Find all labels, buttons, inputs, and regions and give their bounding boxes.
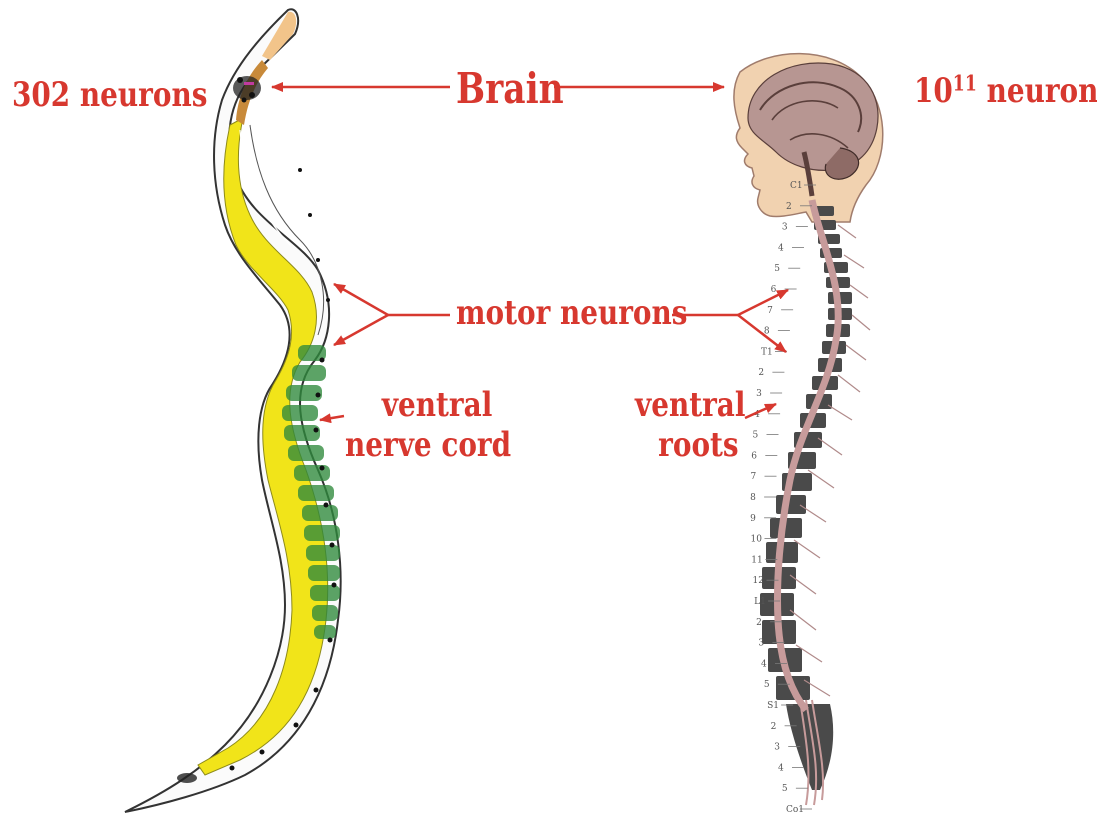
- human-neuron-exponent: 11: [953, 70, 977, 95]
- spinal-level-label: 5: [774, 264, 780, 274]
- worm-tail: [177, 773, 197, 783]
- spinal-level-label: 11: [751, 555, 762, 565]
- spinal-level-label: 9: [750, 514, 756, 524]
- spinal-level-label: 4: [761, 659, 767, 669]
- spinal-level-label: 10: [751, 535, 763, 545]
- worm-neuron-count-label: 302 neurons: [12, 78, 207, 112]
- spinal-level-label: 6: [771, 285, 777, 295]
- spinal-level-label: 3: [756, 389, 762, 399]
- human-neuron-unit: neurons: [977, 71, 1097, 111]
- spinal-level-label: 4: [778, 243, 784, 253]
- motor-neurons-label: motor neurons: [456, 296, 687, 330]
- spinal-level-label: L1: [754, 597, 766, 607]
- spinal-level-label: 3: [758, 639, 764, 649]
- spinal-level-label: 3: [774, 743, 780, 753]
- spinal-level-label: 2: [756, 618, 762, 628]
- spinal-level-label: 2: [771, 722, 777, 732]
- motor-arrow-upper-left: [334, 284, 388, 315]
- spinal-level-label: 6: [751, 451, 757, 461]
- ventral-roots-label: ventral roots: [635, 388, 745, 462]
- ventral-cord-arrow: [320, 416, 344, 420]
- ventral-roots-line-2: roots: [635, 428, 745, 462]
- ventral-roots-arrow: [745, 404, 776, 418]
- ventral-cord-line-1: ventral: [345, 388, 511, 422]
- spinal-level-label: 3: [782, 223, 788, 233]
- spinal-level-label: 7: [751, 472, 757, 482]
- spinal-level-label: Co1: [786, 805, 804, 815]
- spinal-level-label: 2: [758, 368, 764, 378]
- c-elegans-worm: [125, 9, 341, 812]
- spinal-level-label: 7: [767, 306, 773, 316]
- spinal-level-label: 5: [753, 431, 759, 441]
- brain-label: Brain: [456, 68, 564, 110]
- spinal-level-label: 8: [750, 493, 756, 503]
- spinal-level-label: 4: [778, 763, 784, 773]
- ventral-cord-line-2: nerve cord: [345, 428, 511, 462]
- motor-arrow-lower-left: [334, 315, 388, 345]
- spinal-level-label: 2: [786, 202, 792, 212]
- spinal-level-label: S1: [767, 701, 779, 711]
- spinal-level-label: 12: [753, 576, 764, 586]
- ventral-roots-line-1: ventral: [635, 388, 745, 422]
- spinal-level-label: 5: [764, 680, 770, 690]
- motor-arrow-upper-right: [738, 290, 788, 315]
- human-neuron-base: 10: [914, 71, 953, 111]
- ventral-nerve-cord-label: ventral nerve cord: [345, 388, 511, 462]
- spinal-level-label: 5: [782, 784, 788, 794]
- spinal-level-label: T1: [761, 347, 773, 357]
- human-neuron-count-label: 1011 neurons: [914, 74, 1097, 108]
- spinal-level-label: C1: [790, 181, 803, 191]
- annotation-arrows: [272, 87, 788, 420]
